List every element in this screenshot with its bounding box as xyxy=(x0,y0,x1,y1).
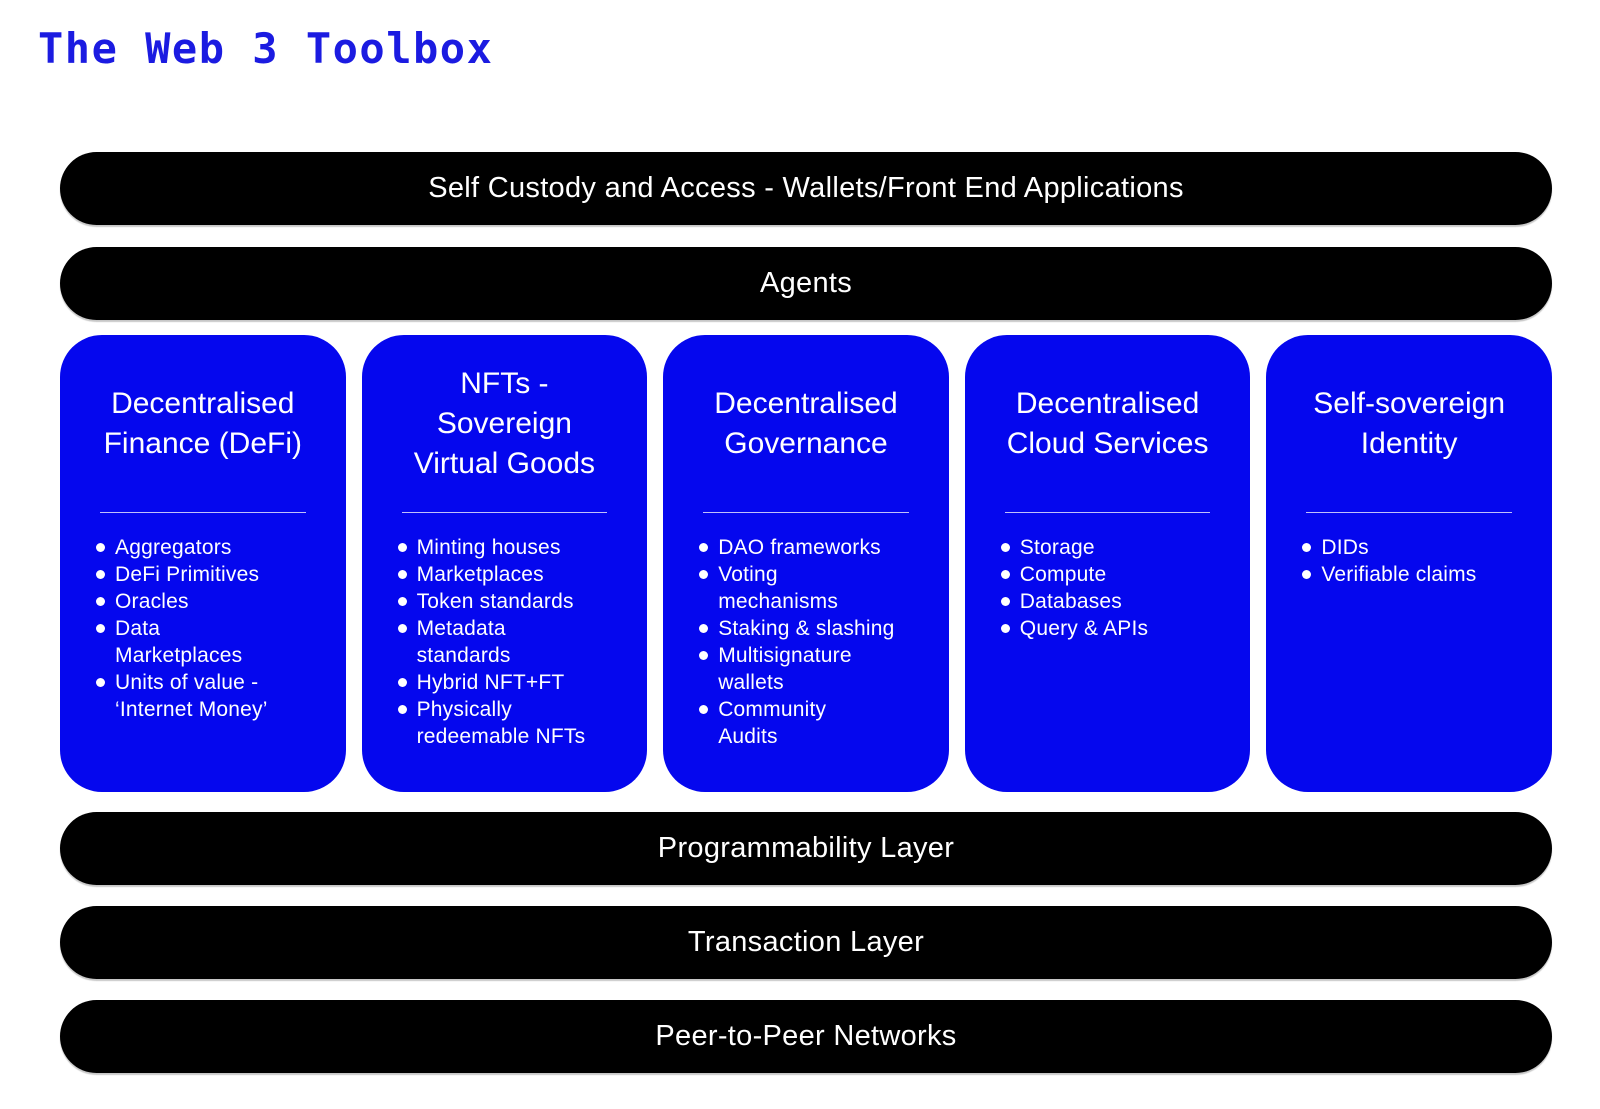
card-nfts: NFTs - Sovereign Virtual Goods Minting h… xyxy=(361,335,648,792)
bullet-item: Community Audits xyxy=(699,696,929,750)
bullet-item: DAO frameworks xyxy=(699,534,929,561)
card-divider xyxy=(100,512,306,513)
bar-label: Agents xyxy=(759,267,853,299)
card-title: Decentralised Governance xyxy=(714,386,898,460)
bullet-item: Minting houses xyxy=(397,534,628,561)
bullet-item: DeFi Primitives xyxy=(96,561,326,588)
bullet-item: Databases xyxy=(1000,588,1231,615)
bar-label: Programmability Layer xyxy=(657,832,955,864)
bar-label: Transaction Layer xyxy=(687,926,925,958)
bullet-item: Hybrid NFT+FT xyxy=(397,669,628,696)
page-title: The Web 3 Toolbox xyxy=(38,24,494,73)
bullet-item: Oracles xyxy=(96,588,326,615)
card-governance: Decentralised Governance DAO frameworks … xyxy=(663,335,949,792)
layer-bar-agents: Agents xyxy=(60,247,1552,320)
bullet-item: Query & APIs xyxy=(1000,615,1231,642)
card-identity: Self-sovereign Identity DIDs Verifiable … xyxy=(1266,335,1552,792)
card-title: Self-sovereign Identity xyxy=(1313,386,1506,460)
bullet-item: Verifiable claims xyxy=(1302,561,1532,588)
bullet-item: DIDs xyxy=(1302,534,1532,561)
bullet-item: Units of value - ‘Internet Money’ xyxy=(96,669,326,723)
card-title: NFTs - Sovereign Virtual Goods xyxy=(413,366,595,480)
card-divider xyxy=(1306,512,1512,513)
bullet-item: Marketplaces xyxy=(397,561,628,588)
layer-bar-programmability: Programmability Layer xyxy=(60,812,1552,885)
card-cloud-services: Decentralised Cloud Services Storage Com… xyxy=(964,335,1251,792)
bullet-list: Minting houses Marketplaces Token standa… xyxy=(397,534,628,750)
layer-bar-transaction: Transaction Layer xyxy=(60,906,1552,979)
bullet-item: Voting mechanisms xyxy=(699,561,929,615)
layer-bar-self-custody: Self Custody and Access - Wallets/Front … xyxy=(60,152,1552,225)
category-cards-row: Decentralised Finance (DeFi) Aggregators… xyxy=(60,335,1552,792)
bullet-item: Multisignature wallets xyxy=(699,642,929,696)
card-defi: Decentralised Finance (DeFi) Aggregators… xyxy=(60,335,346,792)
bullet-item: Physically redeemable NFTs xyxy=(397,696,628,750)
bullet-item: Storage xyxy=(1000,534,1231,561)
card-divider xyxy=(703,512,909,513)
bullet-item: Compute xyxy=(1000,561,1231,588)
bullet-item: Staking & slashing xyxy=(699,615,929,642)
card-title: Decentralised Finance (DeFi) xyxy=(103,386,302,460)
bullet-list: Storage Compute Databases Query & APIs xyxy=(1000,534,1231,642)
bar-label: Self Custody and Access - Wallets/Front … xyxy=(428,172,1184,204)
bullet-list: DAO frameworks Voting mechanisms Staking… xyxy=(699,534,929,750)
card-title: Decentralised Cloud Services xyxy=(1006,386,1209,460)
bar-label: Peer-to-Peer Networks xyxy=(655,1020,957,1052)
card-divider xyxy=(401,512,608,513)
bullet-item: Aggregators xyxy=(96,534,326,561)
card-divider xyxy=(1004,512,1211,513)
bullet-item: Token standards xyxy=(397,588,628,615)
layer-bar-peer-to-peer: Peer-to-Peer Networks xyxy=(60,1000,1552,1073)
bullet-item: Data Marketplaces xyxy=(96,615,326,669)
bullet-list: Aggregators DeFi Primitives Oracles Data… xyxy=(96,534,326,723)
bullet-item: Metadata standards xyxy=(397,615,628,669)
bullet-list: DIDs Verifiable claims xyxy=(1302,534,1532,588)
